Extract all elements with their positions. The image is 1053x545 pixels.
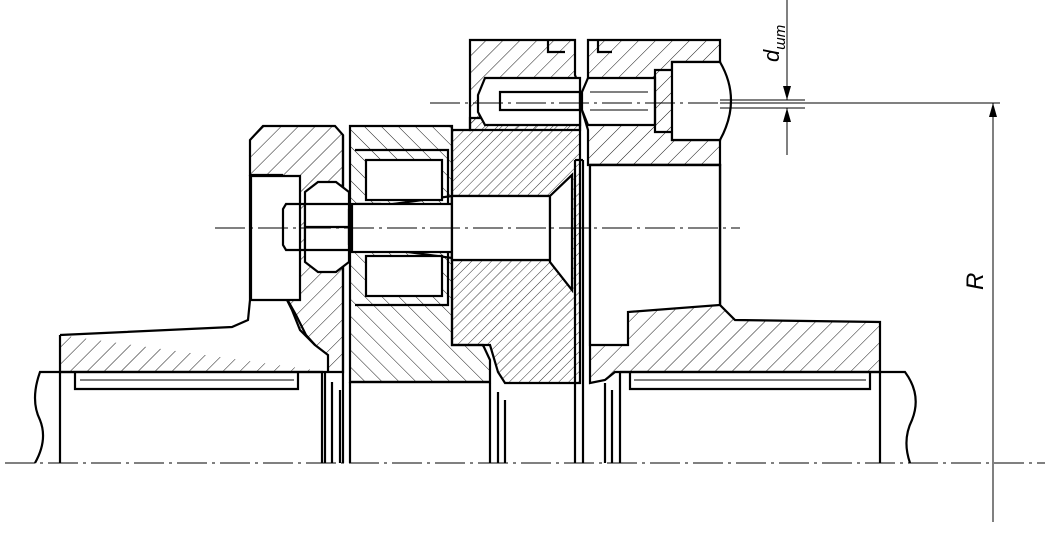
left-hub xyxy=(58,124,345,463)
left-disk xyxy=(348,124,492,463)
radius-label: R xyxy=(962,273,989,290)
right-hub xyxy=(588,163,882,463)
right-shaft xyxy=(620,370,917,464)
radius-dimension xyxy=(720,102,1000,522)
pin-diameter-label: dшт xyxy=(759,25,789,62)
central-flange xyxy=(450,98,582,463)
pin-housing-left xyxy=(468,38,582,132)
pin-housing-right xyxy=(580,38,733,167)
left-shaft xyxy=(33,370,342,464)
pin-diameter-dimension xyxy=(783,0,791,155)
separator-plates xyxy=(573,158,585,463)
